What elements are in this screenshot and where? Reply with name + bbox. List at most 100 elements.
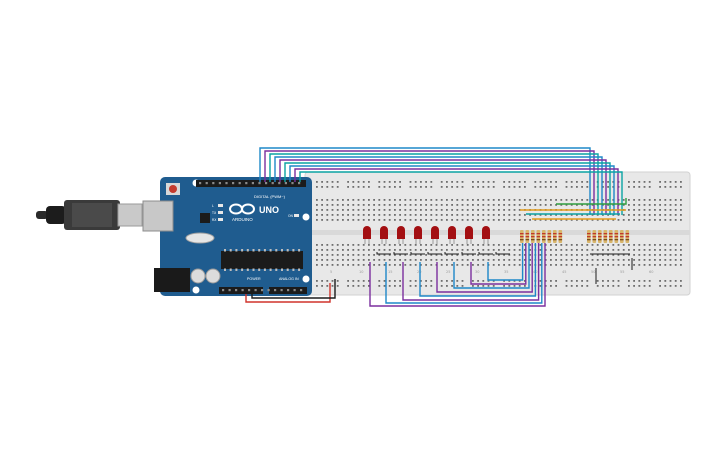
resistor-band <box>620 239 624 241</box>
breadboard-hole <box>524 285 526 287</box>
breadboard-hole <box>336 264 339 266</box>
header-pin <box>218 182 221 185</box>
breadboard-hole <box>596 244 599 246</box>
breadboard-hole <box>456 259 459 261</box>
jumper-wire <box>376 252 391 255</box>
breadboard-hole <box>383 280 386 282</box>
resistor-band <box>609 236 613 238</box>
breadboard-hole <box>451 285 453 287</box>
breadboard-hole <box>368 181 370 183</box>
breadboard-hole <box>466 209 469 211</box>
breadboard-hole <box>550 204 552 206</box>
breadboard-hole <box>326 181 329 183</box>
led <box>380 226 388 239</box>
chip-leg <box>269 249 272 252</box>
breadboard-hole <box>404 249 407 251</box>
breadboard-hole <box>321 264 323 266</box>
breadboard-hole <box>430 259 433 261</box>
column-number: 55 <box>620 270 624 274</box>
breadboard-hole <box>664 181 667 183</box>
breadboard-hole <box>383 209 386 211</box>
header-pin <box>251 182 254 185</box>
breadboard-hole <box>492 209 495 211</box>
breadboard-hole <box>362 186 365 188</box>
jumper-wire <box>279 159 607 215</box>
breadboard-hole <box>581 181 583 183</box>
breadboard-hole <box>664 186 667 188</box>
breadboard-hole <box>451 259 453 261</box>
breadboard-hole <box>336 259 339 261</box>
breadboard-hole <box>539 214 542 216</box>
header-pin <box>300 289 303 292</box>
breadboard-hole <box>331 214 334 216</box>
breadboard-hole <box>664 204 667 206</box>
breadboard-hole <box>612 259 615 261</box>
breadboard-hole <box>607 181 609 183</box>
breadboard-hole <box>555 219 557 221</box>
arduino-uno-board[interactable]: ARDUINO UNO DIGITAL (PWM~) POWER ANALOG … <box>142 177 312 296</box>
breadboard-hole <box>498 214 500 216</box>
breadboard-hole <box>342 219 344 221</box>
breadboard-hole <box>331 249 334 251</box>
breadboard-hole <box>461 209 464 211</box>
breadboard-hole <box>466 244 469 246</box>
onboard-led <box>218 211 223 214</box>
breadboard-hole <box>461 285 464 287</box>
breadboard-hole <box>680 285 682 287</box>
breadboard-hole <box>446 264 448 266</box>
breadboard-hole <box>326 186 329 188</box>
breadboard-hole <box>357 199 360 201</box>
breadboard-hole <box>513 199 516 201</box>
breadboard-hole <box>352 181 355 183</box>
breadboard-hole <box>409 214 412 216</box>
breadboard-hole <box>570 249 573 251</box>
breadboard-hole <box>357 249 360 251</box>
breadboard-hole <box>347 199 349 201</box>
power-jack[interactable] <box>154 268 190 292</box>
breadboard-hole <box>362 259 365 261</box>
breadboard-hole <box>664 244 667 246</box>
breadboard-hole <box>508 199 511 201</box>
breadboard-hole <box>654 254 656 256</box>
breadboard-hole <box>544 219 547 221</box>
breadboard-hole <box>336 285 339 287</box>
breadboard-hole <box>628 181 630 183</box>
breadboard-hole <box>331 264 334 266</box>
usb-cable[interactable] <box>36 200 143 230</box>
breadboard-hole <box>430 186 433 188</box>
breadboard-hole <box>440 264 443 266</box>
power-header[interactable] <box>219 287 263 294</box>
breadboard-hole <box>388 249 391 251</box>
breadboard-hole <box>425 219 427 221</box>
breadboard-hole <box>362 219 365 221</box>
breadboard-hole <box>466 254 469 256</box>
breadboard-hole <box>487 209 490 211</box>
breadboard-hole <box>420 186 422 188</box>
onboard-led-label: RX <box>212 218 217 222</box>
breadboard-hole <box>586 259 589 261</box>
breadboard-hole <box>477 219 479 221</box>
breadboard-hole <box>326 285 329 287</box>
breadboard-hole <box>596 285 599 287</box>
breadboard-hole <box>602 249 604 251</box>
digital-header-pins <box>199 182 301 185</box>
breadboard-hole <box>435 204 438 206</box>
breadboard-hole <box>628 219 630 221</box>
breadboard-hole <box>425 204 427 206</box>
breadboard-hole <box>430 254 433 256</box>
breadboard-hole <box>362 214 365 216</box>
breadboard-hole <box>316 219 318 221</box>
breadboard-hole <box>591 204 594 206</box>
header-pin <box>212 182 215 185</box>
digital-header[interactable] <box>196 180 306 187</box>
breadboard-hole <box>446 249 448 251</box>
breadboard-hole <box>622 244 625 246</box>
breadboard-hole <box>518 214 521 216</box>
usb-b-port[interactable] <box>142 200 174 232</box>
breadboard-hole <box>607 214 609 216</box>
breadboard-hole <box>534 181 537 183</box>
breadboard-hole <box>435 209 438 211</box>
breadboard-hole <box>399 244 401 246</box>
breadboard-hole <box>664 280 667 282</box>
